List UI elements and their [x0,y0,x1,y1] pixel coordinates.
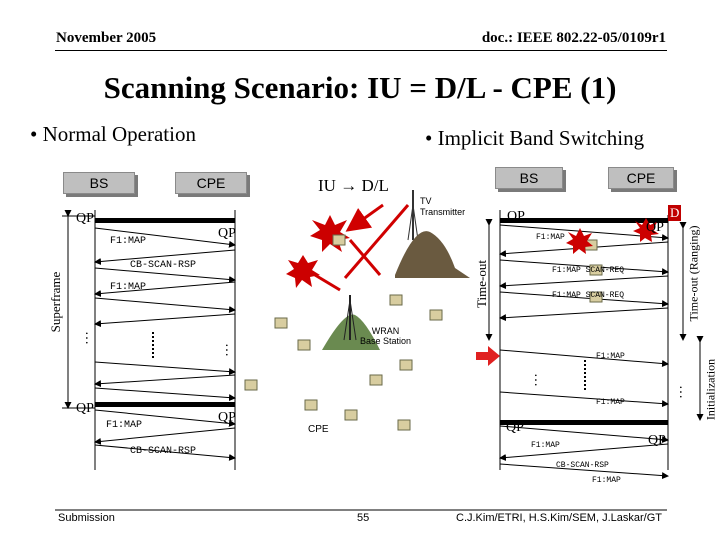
bullet-right-text: Implicit Band Switching [437,126,645,150]
interference-burst-icons [286,215,350,288]
right-bs-box: BS [495,167,563,189]
mountain-icon [395,231,470,278]
right-msg-scan-rsp: CB-SCAN-RSP [556,461,609,470]
right-msg-map-2: F1:MAP [596,352,625,361]
right-msg-map-4: F1:MAP [531,441,560,450]
right-cpe-box: CPE [608,167,674,189]
left-qp-top-bs: QP [76,211,94,226]
header-date: November 2005 [56,30,157,46]
right-qp-bottom-cpe: QP [648,433,666,448]
footer-submission: Submission [58,512,115,524]
wran-tower-icon [322,295,380,350]
left-msg-map-1: F1:MAP [110,236,147,247]
timeout-ranging-label: Time-out (Ranging) [686,225,701,322]
right-ellipsis-cpe: … [676,385,691,399]
bullet-left-text: Normal Operation [42,122,196,146]
header-rule [55,50,667,51]
timeout-label: Time-out [474,260,489,308]
right-d-label: D [668,205,682,221]
left-msg-scan-rsp-2: CB-SCAN-RSP [130,446,197,457]
red-indicator-arrow [476,346,500,366]
initialization-label: Initialization [703,358,718,421]
left-timeline [62,210,236,470]
left-msg-map-3: F1:MAP [106,420,143,431]
left-msg-scan-rsp-1: CB-SCAN-RSP [130,260,197,271]
wran-base-station-label: WRAN Base Station [360,326,412,346]
right-messages [499,224,669,480]
right-msg-map-5: F1:MAP [592,476,621,485]
iu-dl-label: IU → D/L [318,176,389,195]
superframe-label: Superframe [48,271,63,333]
bullet-implicit-band-switching: • Implicit Band Switching [425,126,645,150]
right-qp-top-cpe: QP [646,220,664,235]
right-qp-top-bs: QP [507,209,525,224]
tv-transmitter-label: TV Transmitter [420,196,466,217]
left-qp-top-cpe: QP [218,226,236,241]
tv-tower-icon [407,190,419,241]
right-msg-map-3: F1:MAP [596,398,625,407]
left-qp-bottom-bs: QP [76,401,94,416]
footer-authors: C.J.Kim/ETRI, H.S.Kim/SEM, J.Laskar/GT [456,512,662,524]
right-msg-map-1: F1:MAP [536,233,565,242]
header-doc: doc.: IEEE 802.22-05/0109r1 [481,30,666,46]
left-msg-map-2: F1:MAP [110,282,147,293]
right-msg-scan-req-2: F1:MAP SCAN-REQ [552,291,625,300]
footer-page-number: 55 [357,512,370,524]
left-ellipsis-cpe: … [222,343,237,357]
red-iu-arrow [345,203,384,232]
slide-title: Scanning Scenario: IU = D/L - CPE (1) [103,70,617,105]
left-qp-bottom-cpe: QP [218,410,236,425]
center-cpe-label: CPE [308,424,329,435]
left-bs-box: BS [63,172,135,194]
right-qp-bottom-bs: QP [506,420,524,435]
left-cpe-box: CPE [175,172,247,194]
bullet-normal-operation: • Normal Operation [30,122,196,146]
left-ellipsis-bs: … [82,331,97,345]
right-burst-icons [566,218,659,254]
right-msg-scan-req-1: F1:MAP SCAN-REQ [552,266,625,275]
left-messages [94,227,236,461]
right-ellipsis-bs: … [531,373,546,387]
